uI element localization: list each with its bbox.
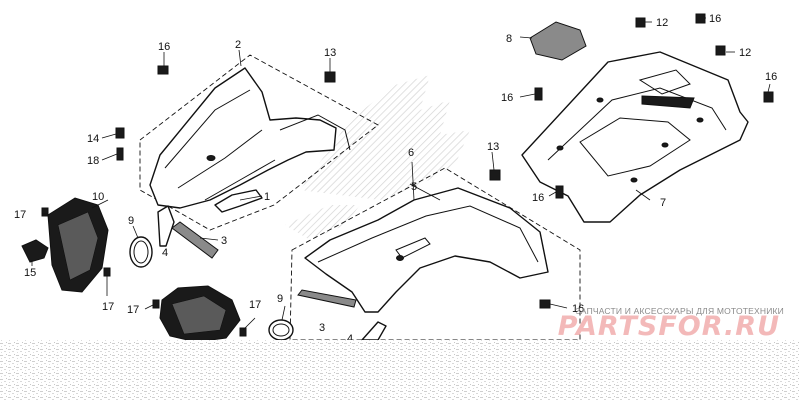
callout-7: 7 (660, 197, 666, 209)
part-9-ring-lower (268, 319, 294, 341)
part-2-front-cover (149, 67, 351, 209)
watermark-subtitle: ЗАПЧАСТИ И АКСЕССУАРЫ ДЛЯ МОТОТЕХНИКИ (575, 306, 784, 316)
callout-6: 6 (408, 147, 414, 159)
callout-15: 15 (24, 267, 36, 279)
part-8-cap (529, 21, 587, 61)
callout-13a: 13 (324, 47, 336, 59)
callout-17c: 17 (127, 304, 139, 316)
callout-10: 10 (92, 191, 104, 203)
callout-17a: 17 (14, 209, 26, 221)
callout-17d: 17 (249, 299, 261, 311)
callout-14: 14 (87, 133, 99, 145)
callout-16a: 16 (158, 41, 170, 53)
part-1-bracket (214, 189, 263, 213)
part-10-housing (47, 197, 109, 293)
part-5-center-cover (304, 187, 549, 313)
callout-4a: 4 (162, 247, 168, 259)
callout-13b: 13 (487, 141, 499, 153)
part-lower-housing (159, 285, 241, 343)
callout-3b: 3 (319, 322, 325, 334)
callout-5: 5 (411, 181, 417, 193)
group-box-front (139, 54, 379, 231)
callout-3a: 3 (221, 235, 227, 247)
callout-12a: 12 (656, 17, 668, 29)
callout-16f: 16 (572, 303, 584, 315)
leader-lines (31, 17, 771, 331)
callout-9a: 9 (128, 215, 134, 227)
part-15-connector (21, 239, 49, 263)
callout-17b: 17 (102, 301, 114, 313)
watermark-logo[interactable]: PARTSFOR.RU (557, 311, 780, 342)
callout-2: 2 (235, 39, 241, 51)
scan-noise-strip (0, 340, 800, 400)
part-3-pad-front (171, 221, 219, 259)
callout-16d: 16 (501, 92, 513, 104)
part-7-rear-carrier (521, 51, 749, 223)
fastener-bolts (41, 13, 774, 337)
callout-12b: 12 (739, 47, 751, 59)
part-9-ring-front (129, 236, 153, 268)
callout-18: 18 (87, 155, 99, 167)
callout-8: 8 (506, 33, 512, 45)
callout-1: 1 (264, 191, 270, 203)
honda-wing-logo (285, 75, 470, 240)
callout-16b: 16 (709, 13, 721, 25)
callout-4b: 4 (347, 333, 353, 345)
callout-16c: 16 (765, 71, 777, 83)
part-4-guide-center (361, 321, 387, 341)
callout-16e: 16 (532, 192, 544, 204)
part-3-pad-center (297, 289, 357, 308)
part-4-guide-front (157, 205, 175, 247)
group-box-center (289, 167, 581, 341)
callout-9b: 9 (277, 293, 283, 305)
callout-labels: 2 16 13 14 18 1 10 17 9 3 4 15 17 17 17 … (14, 13, 777, 345)
